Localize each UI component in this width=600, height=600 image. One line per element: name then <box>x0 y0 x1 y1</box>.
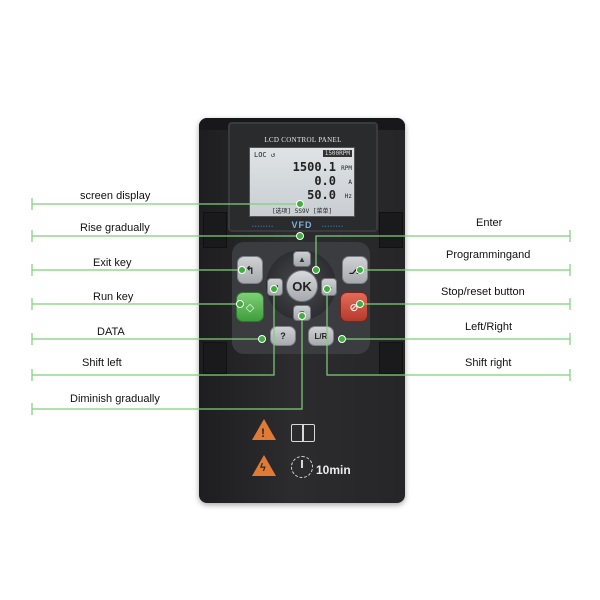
leader-line-diminish-gradually <box>32 316 303 410</box>
callout-label-diminish-gradually: Diminish gradually <box>70 393 160 405</box>
leader-dot-stop-reset <box>356 300 364 308</box>
timer-text: 10min <box>316 463 351 477</box>
timer-icon <box>291 456 313 478</box>
leader-dot-screen-display <box>296 200 304 208</box>
warning-icon <box>252 419 276 440</box>
warning-exclamation: ! <box>261 426 265 440</box>
leader-dot-data <box>258 335 266 343</box>
callout-label-enter: Enter <box>476 217 503 229</box>
lcd-frequency: 50.0 <box>307 188 336 202</box>
right-mount-slot <box>379 212 403 248</box>
lcd-speed: 1500.1 <box>292 160 336 174</box>
data-key[interactable]: ? <box>270 326 296 346</box>
left-lower-slot <box>203 342 227 374</box>
leader-dot-run-key <box>236 300 244 308</box>
callout-label-stop-reset: Stop/reset button <box>441 286 525 298</box>
leader-dot-programming <box>356 266 364 274</box>
lcd-current-unit: A <box>348 179 352 186</box>
leader-dot-enter <box>312 266 320 274</box>
leader-line-shift-left <box>32 289 275 376</box>
callout-label-screen-display: screen display <box>80 190 151 202</box>
leader-line-enter <box>315 235 570 270</box>
leader-line-shift-right <box>326 289 570 376</box>
callout-label-programming: Programmingand <box>446 249 531 261</box>
up-key[interactable]: ▲ <box>293 251 311 267</box>
electric-hazard-icon <box>252 455 276 476</box>
callout-label-left-right: Left/Right <box>465 321 513 333</box>
callout-label-run-key: Run key <box>93 291 134 303</box>
lcd-softkeys: [选项] 5S9V [菜单] <box>271 208 333 215</box>
lcd-loc: LOC ↺ <box>254 151 276 159</box>
left-mount-slot <box>203 212 227 248</box>
brand-dots-right: •••••••• <box>322 224 345 230</box>
leader-dot-shift-right <box>323 285 331 293</box>
manual-book-icon <box>291 424 315 442</box>
callout-label-shift-left: Shift left <box>82 357 122 369</box>
stop-reset-key[interactable]: ⊘ <box>340 292 368 322</box>
leader-dot-exit-key <box>238 266 246 274</box>
lcd-badge: 1500RPM <box>322 150 352 157</box>
electric-bolt-glyph: ϟ <box>260 462 266 474</box>
leader-dot-left-right <box>338 335 346 343</box>
callout-label-exit-key: Exit key <box>93 257 132 269</box>
leader-dot-shift-left <box>270 285 278 293</box>
callout-label-shift-right: Shift right <box>465 357 512 369</box>
leader-dot-diminish-gradually <box>298 312 306 320</box>
lcd-frequency-unit: Hz <box>344 193 352 200</box>
lcd-title: LCD CONTROL PANEL <box>264 136 342 144</box>
right-lower-slot <box>379 342 403 374</box>
leader-dot-rise-gradually <box>296 232 304 240</box>
lcd-current: 0.0 <box>314 174 336 188</box>
run-key[interactable]: ◇ <box>236 292 264 322</box>
ok-key[interactable]: OK <box>286 270 318 302</box>
callout-label-rise-gradually: Rise gradually <box>80 222 150 234</box>
callout-label-data: DATA <box>97 326 125 338</box>
brand-dots-left: •••••••• <box>252 224 275 230</box>
lcd-speed-unit: RPM <box>341 165 352 172</box>
brand-logo: VFD <box>291 220 313 230</box>
